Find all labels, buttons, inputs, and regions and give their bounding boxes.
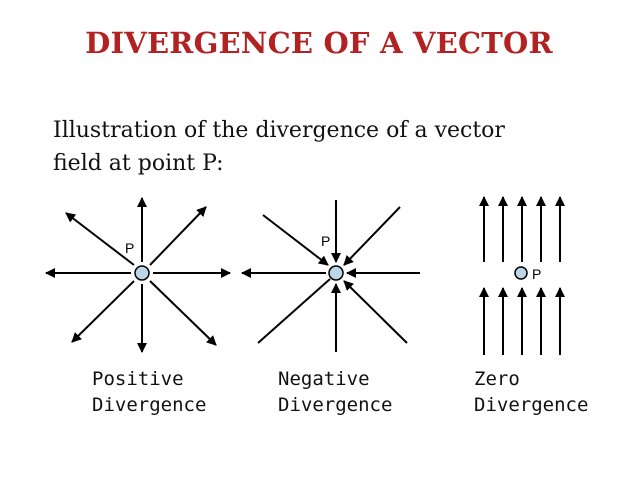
- outward-arrow-up-left: [65, 212, 135, 266]
- inward-arrow-from-top-right: [343, 206, 401, 266]
- point-p-positive: [134, 265, 150, 281]
- caption-negative-divergence: Negative Divergence: [278, 366, 392, 418]
- caption-zero-line-2: Divergence: [474, 394, 589, 416]
- point-p-negative: [328, 265, 344, 281]
- slide-title: DIVERGENCE OF A VECTOR: [85, 26, 553, 60]
- point-p-label-positive: P: [125, 240, 134, 256]
- plain-line-bottom-left: [257, 278, 331, 344]
- inward-arrow-from-top-left: [262, 214, 329, 266]
- inward-arrow-from-bottom-right: [343, 280, 408, 344]
- zero-divergence-panel: P: [479, 196, 565, 355]
- subtitle-line-2: field at point P:: [53, 151, 224, 176]
- point-p-label-zero: P: [532, 266, 541, 282]
- point-p-zero: [514, 266, 528, 280]
- outward-arrow-up-right: [149, 206, 207, 266]
- negative-divergence-panel: P: [241, 200, 420, 352]
- outward-arrow-down-left: [71, 280, 135, 343]
- caption-negative-line-1: Negative: [278, 368, 370, 390]
- positive-divergence-panel: P: [45, 197, 231, 353]
- caption-positive-line-2: Divergence: [92, 394, 207, 416]
- caption-positive-line-1: Positive: [92, 368, 184, 390]
- slide-subtitle: Illustration of the divergence of a vect…: [53, 114, 613, 180]
- caption-positive-divergence: Positive Divergence: [92, 366, 206, 418]
- point-p-label-negative: P: [321, 233, 330, 249]
- caption-negative-line-2: Divergence: [278, 394, 393, 416]
- caption-zero-line-1: Zero: [474, 368, 520, 390]
- caption-zero-divergence: Zero Divergence: [474, 366, 588, 418]
- outward-arrow-down-right: [149, 280, 217, 346]
- subtitle-line-1: Illustration of the divergence of a vect…: [53, 118, 505, 143]
